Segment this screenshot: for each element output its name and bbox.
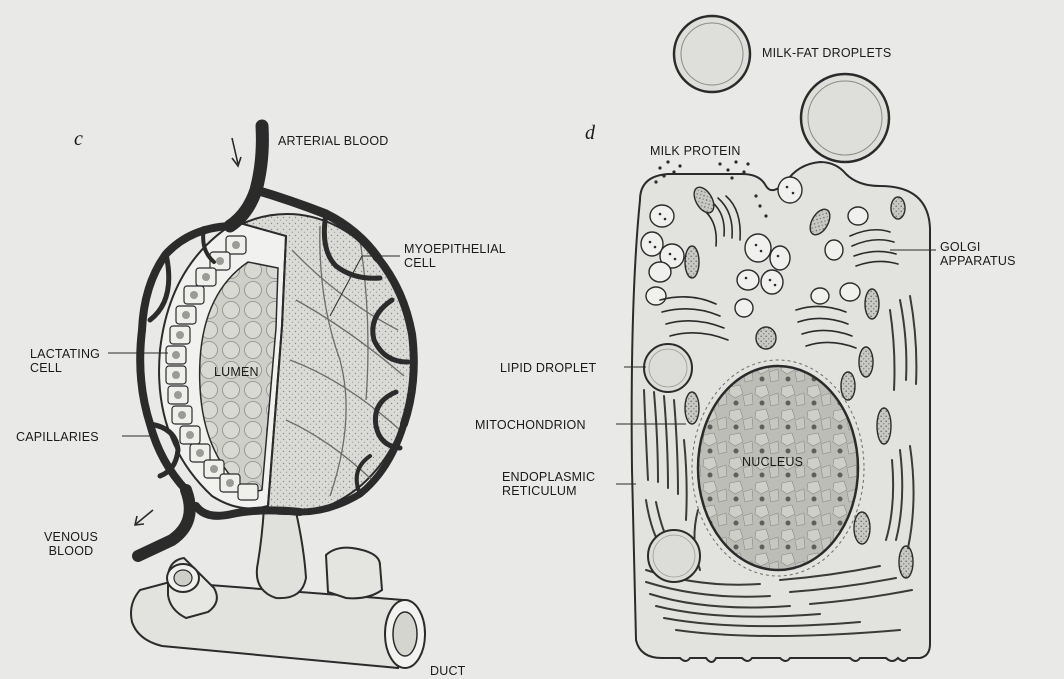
panel-d-illustration <box>616 16 936 662</box>
lipid-droplet <box>644 344 692 392</box>
label-lipid-droplet: LIPID DROPLET <box>500 361 596 375</box>
label-nucleus: NUCLEUS <box>742 455 803 469</box>
label-capillaries: CAPILLARIES <box>16 430 99 444</box>
label-milk-protein: MILK PROTEIN <box>650 144 741 158</box>
panel-c-letter: c <box>74 128 83 151</box>
milk-fat-droplet <box>801 74 889 162</box>
label-lactating-cell: LACTATING CELL <box>30 347 100 375</box>
venous-arrow <box>135 510 153 525</box>
label-golgi-apparatus: GOLGI APPARATUS <box>940 240 1016 268</box>
label-arterial-blood: ARTERIAL BLOOD <box>278 134 388 148</box>
milk-fat-droplet <box>674 16 750 92</box>
label-mitochondrion: MITOCHONDRION <box>475 418 586 432</box>
label-milk-fat-droplets: MILK-FAT DROPLETS <box>762 46 891 60</box>
label-endoplasmic-reticulum: ENDOPLASMIC RETICULUM <box>502 470 595 498</box>
arterial-arrow <box>232 138 241 166</box>
label-duct: DUCT <box>430 664 466 678</box>
panel-c-illustration <box>108 126 425 668</box>
label-myoepithelial-cell: MYOEPITHELIAL CELL <box>404 242 506 270</box>
panel-d-letter: d <box>585 122 595 145</box>
lipid-droplet <box>648 530 700 582</box>
label-venous-blood: VENOUS BLOOD <box>44 530 98 558</box>
label-lumen: LUMEN <box>214 365 259 379</box>
